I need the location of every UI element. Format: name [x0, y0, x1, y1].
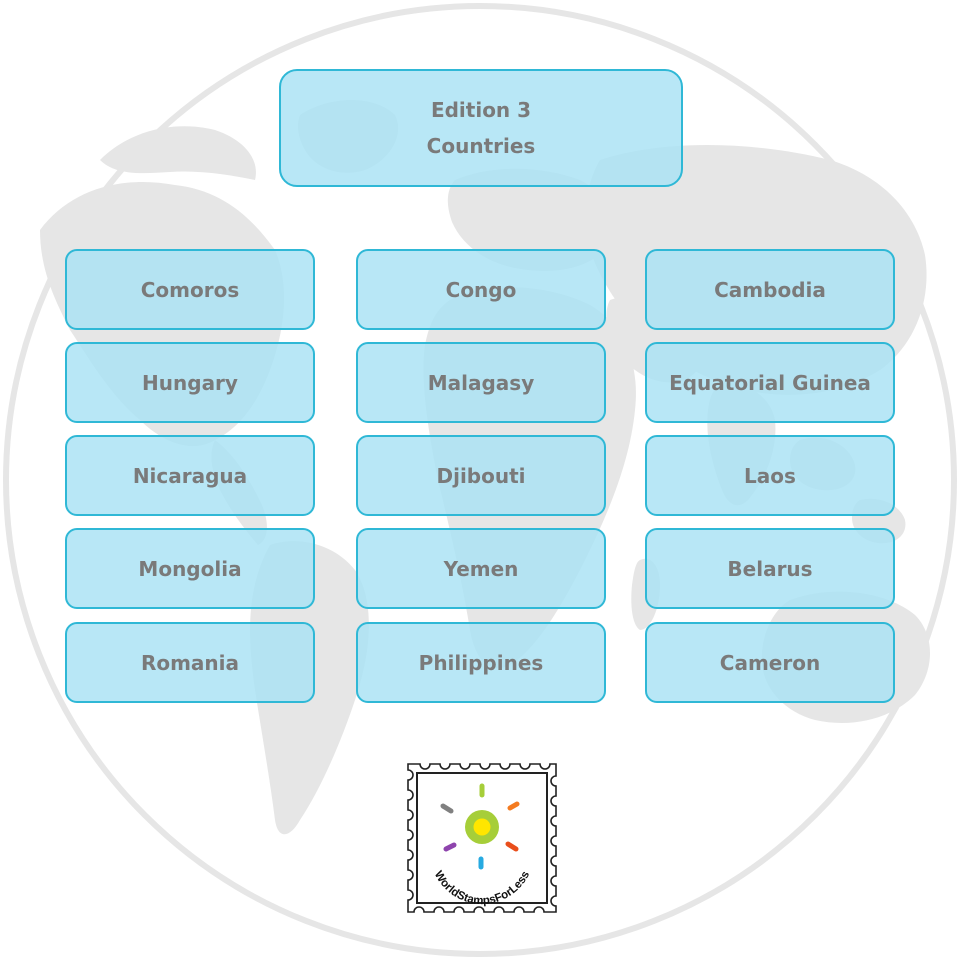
sun-center-inner: [473, 818, 491, 836]
country-box: Djibouti: [356, 435, 606, 516]
country-box: Comoros: [65, 249, 315, 330]
country-box: Laos: [645, 435, 895, 516]
sun-rays: [440, 783, 520, 870]
title-box: Edition 3 Countries: [279, 69, 683, 187]
country-box: Malagasy: [356, 342, 606, 423]
country-box: Cambodia: [645, 249, 895, 330]
title-line-countries: Countries: [426, 134, 536, 158]
country-box: Belarus: [645, 528, 895, 609]
stamp-logo: WorldStampsForLess: [407, 763, 557, 913]
country-box: Congo: [356, 249, 606, 330]
ray-lower-left: [443, 842, 457, 852]
country-box: Mongolia: [65, 528, 315, 609]
country-box: Hungary: [65, 342, 315, 423]
title-line-edition: Edition 3: [430, 98, 532, 122]
ray-lower-right: [505, 841, 519, 852]
country-box: Romania: [65, 622, 315, 703]
country-box: Nicaragua: [65, 435, 315, 516]
ray-upper-right: [507, 801, 520, 811]
country-box: Equatorial Guinea: [645, 342, 895, 423]
country-box: Cameron: [645, 622, 895, 703]
ray-upper-left: [440, 803, 454, 814]
country-box: Philippines: [356, 622, 606, 703]
country-box: Yemen: [356, 528, 606, 609]
